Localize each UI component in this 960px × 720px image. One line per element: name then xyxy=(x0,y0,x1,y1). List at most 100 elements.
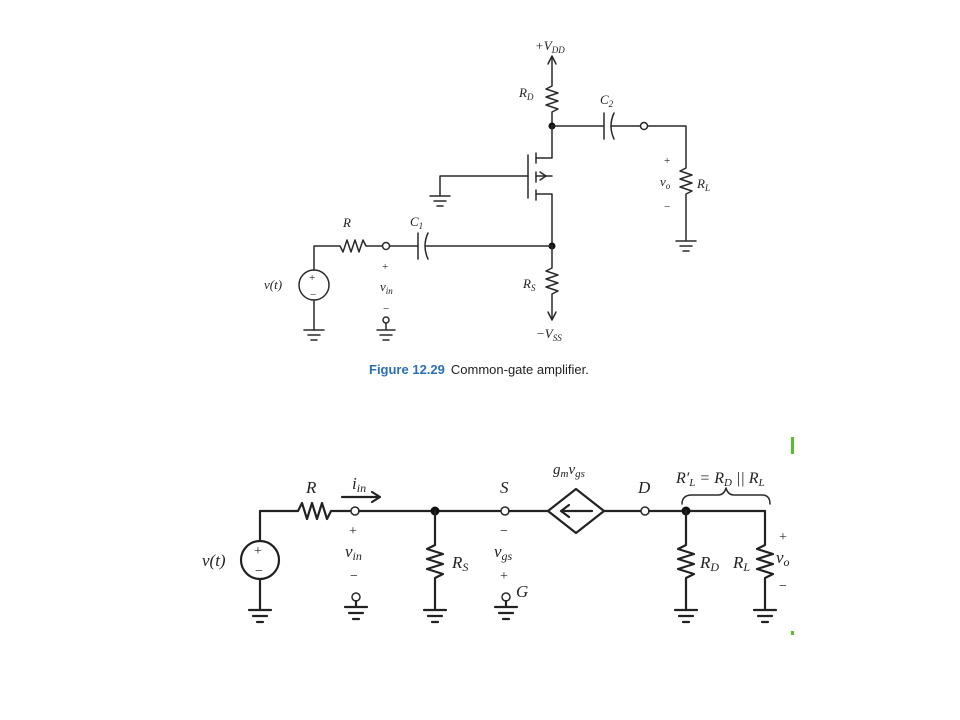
rd-label: R xyxy=(699,553,711,572)
g-node-terminal xyxy=(501,592,511,602)
vo-sub: o xyxy=(666,181,671,191)
vo-minus: − xyxy=(664,201,670,213)
ground-icon xyxy=(429,195,451,207)
iin-current-arrow: iin xyxy=(340,474,382,504)
s-node-terminal xyxy=(500,506,510,516)
vgs-minus: − xyxy=(500,524,508,539)
input-terminal xyxy=(350,506,360,516)
vss-label: −V xyxy=(536,326,555,341)
rd-sub: D xyxy=(709,560,719,574)
rs-sub: S xyxy=(462,560,468,574)
rl-label: R xyxy=(696,176,705,191)
vo-sub: o xyxy=(784,555,790,569)
resistor-r: R xyxy=(313,215,383,271)
rd-label: R xyxy=(518,85,527,100)
ground-icon xyxy=(247,608,273,624)
source-plus: + xyxy=(309,272,315,284)
svg-text:gmvgs: gmvgs xyxy=(553,462,585,480)
voltage-source: + − v(t) xyxy=(264,269,330,331)
r-label: R xyxy=(305,478,317,497)
rl-eq-label: R′ xyxy=(675,470,690,487)
source-plus: + xyxy=(254,544,262,559)
vdd-sub: DD xyxy=(551,45,565,55)
figure-caption: Common-gate amplifier. xyxy=(451,362,589,377)
ground-icon xyxy=(752,608,778,624)
resistor-rl: RL + vo − xyxy=(732,509,790,612)
svg-text:vin: vin xyxy=(345,542,362,563)
svg-text:−VSS: −VSS xyxy=(536,326,562,343)
rd-sub: D xyxy=(526,92,534,102)
rl-sub: L xyxy=(704,183,710,193)
figure-small-signal-equivalent: + − v(t) R iin + vin − xyxy=(202,437,794,635)
vgs-sub: gs xyxy=(502,549,513,563)
svg-text:RS: RS xyxy=(522,276,536,293)
vin-sub: in xyxy=(386,286,394,296)
c1-sub: 1 xyxy=(419,221,424,231)
g-node-label: G xyxy=(516,582,528,601)
rl-eq-sub: L xyxy=(688,477,695,489)
source-minus: − xyxy=(310,289,316,301)
svg-text:+VDD: +VDD xyxy=(535,38,565,55)
c1-label: C xyxy=(410,214,419,229)
vo-plus: + xyxy=(779,530,787,545)
vin-ground-terminal xyxy=(351,592,361,602)
figure-common-gate-amplifier: +VDD RD C2 RL + xyxy=(264,38,710,377)
rs-label: R xyxy=(451,553,463,572)
gm-v-sub: gs xyxy=(575,468,585,480)
resistor-rs: RS xyxy=(425,509,468,612)
svg-text:RL: RL xyxy=(696,176,710,193)
vo-minus: − xyxy=(779,579,787,594)
edge-marker-bottom xyxy=(791,631,794,635)
mosfet-transistor xyxy=(439,125,553,247)
resistor-r: R xyxy=(288,478,353,521)
output-terminal xyxy=(639,121,649,131)
c2-sub: 2 xyxy=(609,99,614,109)
input-terminal xyxy=(381,241,391,251)
rl-eq-rhs2: || R xyxy=(732,470,759,487)
resistor-rd: RD xyxy=(518,81,559,127)
d-node-terminal xyxy=(640,506,650,516)
vdd-supply: +VDD xyxy=(535,38,565,83)
iin-label: i xyxy=(352,474,357,493)
ground-icon xyxy=(422,608,448,624)
gm-v-label: v xyxy=(568,462,575,478)
svg-text:vo: vo xyxy=(776,548,790,569)
resistor-rd: RD xyxy=(676,509,719,612)
gm-sub: m xyxy=(561,468,569,480)
svg-text:vin: vin xyxy=(380,279,393,296)
resistor-rl: RL + vo − xyxy=(647,125,710,241)
voltage-source: + − v(t) xyxy=(202,509,292,612)
vin-label: v xyxy=(345,542,353,561)
figure-number: Figure 12.29 xyxy=(369,362,445,377)
svg-text:iin: iin xyxy=(352,474,366,495)
resistor-rs: RS −VSS xyxy=(522,245,562,343)
svg-text:vo: vo xyxy=(660,174,671,191)
ground-icon xyxy=(376,322,396,341)
vss-sub: SS xyxy=(553,333,563,343)
vin-sub: in xyxy=(353,549,362,563)
rl-sub: L xyxy=(742,560,750,574)
vo-plus: + xyxy=(664,155,670,167)
vo-label: v xyxy=(660,174,666,189)
capacitor-c2: C2 xyxy=(551,92,641,140)
source-label: v(t) xyxy=(264,277,282,292)
vin-plus: + xyxy=(382,261,388,273)
r-label: R xyxy=(342,215,351,230)
svg-text:vgs: vgs xyxy=(494,542,513,563)
vin-minus: − xyxy=(383,303,389,315)
rl-eq-rhs1-sub: D xyxy=(723,477,732,489)
rl-label: R xyxy=(732,553,744,572)
svg-text:RL: RL xyxy=(732,553,750,574)
source-minus: − xyxy=(255,564,263,579)
ground-icon xyxy=(675,240,697,252)
vdd-label: +V xyxy=(535,38,554,53)
ground-icon xyxy=(493,599,519,621)
ground-icon xyxy=(343,599,369,621)
c2-label: C xyxy=(600,92,609,107)
svg-text:R′L = RD || RL: R′L = RD || RL xyxy=(675,470,765,489)
brace-icon xyxy=(681,487,771,505)
capacitor-c1: C1 xyxy=(389,214,553,260)
vin-label: v xyxy=(380,279,386,294)
